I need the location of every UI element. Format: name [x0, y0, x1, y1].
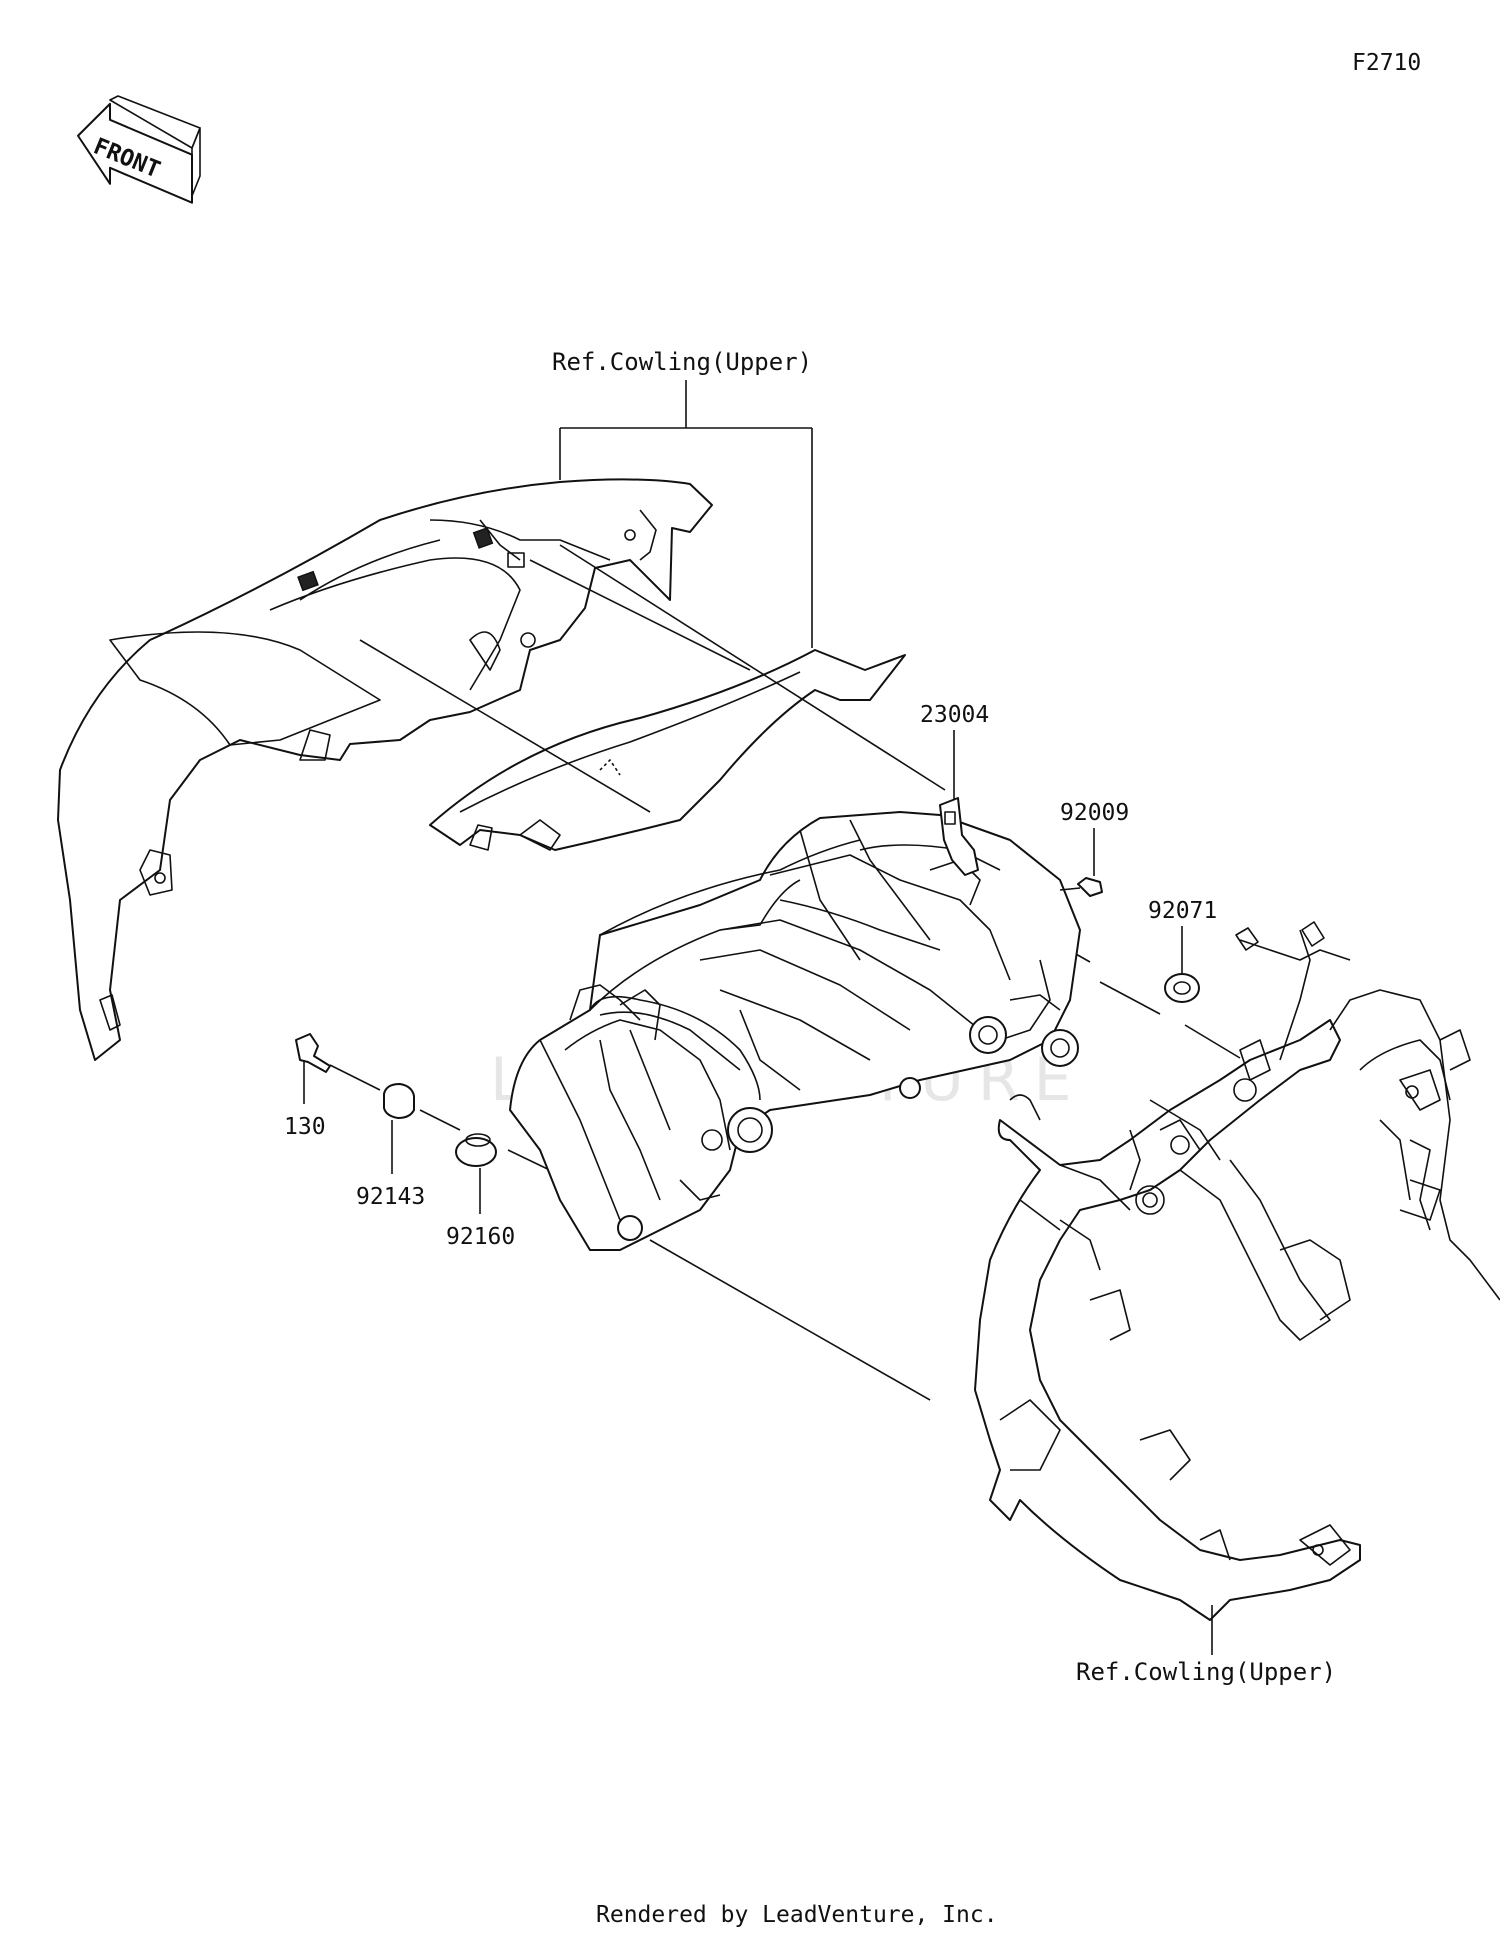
headlight-assembly — [509, 797, 1081, 1251]
part-92071-callout: 92071 — [1148, 898, 1217, 1003]
part-92160-label: 92160 — [446, 1224, 515, 1250]
collar-icon — [383, 1083, 415, 1119]
part-23004-callout: 23004 — [920, 702, 989, 800]
part-130-label: 130 — [284, 1114, 326, 1140]
part-92143-callout: 92143 — [356, 1083, 425, 1210]
ref-cowling-bottom-callout: Ref.Cowling(Upper) — [1076, 1605, 1336, 1686]
diagram-code: F2710 — [1352, 50, 1421, 76]
bolt-icon — [295, 1033, 331, 1073]
screw-icon — [1077, 877, 1103, 897]
part-92071-label: 92071 — [1148, 898, 1217, 924]
part-92160-callout: 92160 — [446, 1133, 515, 1250]
part-92143-label: 92143 — [356, 1184, 425, 1210]
front-arrow-icon: FRONT — [77, 95, 201, 204]
cowling-side-panel — [429, 649, 906, 851]
part-92009-callout: 92009 — [1059, 800, 1129, 897]
ref-cowling-bottom-label: Ref.Cowling(Upper) — [1076, 1658, 1336, 1686]
footer-credit: Rendered by LeadVenture, Inc. — [596, 1902, 998, 1928]
cowling-inner-panel — [57, 478, 713, 1061]
part-23004-label: 23004 — [920, 702, 989, 728]
part-130-callout: 130 — [284, 1033, 331, 1140]
grommet-icon — [1164, 973, 1200, 1003]
headlight-frame-stay — [974, 921, 1500, 1621]
ref-cowling-top-callout: Ref.Cowling(Upper) — [552, 348, 813, 648]
ref-cowling-top-label: Ref.Cowling(Upper) — [552, 348, 812, 376]
part-92009-label: 92009 — [1060, 800, 1129, 826]
